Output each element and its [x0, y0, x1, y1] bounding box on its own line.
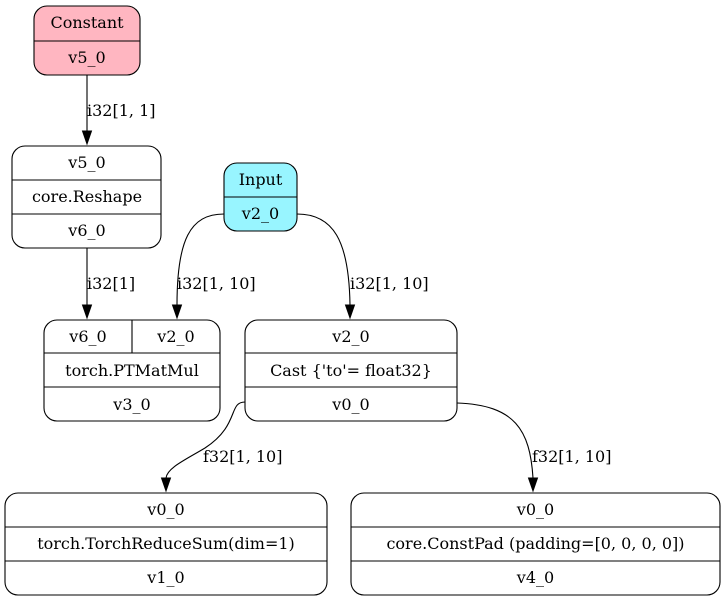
edge-input-to-cast: i32[1, 10] [296, 213, 429, 320]
edge-reshape-to-matmul: i32[1] [81, 248, 135, 320]
node-constant[interactable]: Constant v5_0 [33, 5, 141, 76]
edge-label: i32[1, 10] [350, 274, 429, 293]
node-matmul[interactable]: v6_0 v2_0 torch.PTMatMul v3_0 [43, 319, 221, 422]
node-op: torch.PTMatMul [65, 361, 199, 380]
node-input-b: v2_0 [156, 327, 194, 346]
node-output: v6_0 [67, 221, 105, 240]
node-op: torch.TorchReduceSum(dim=1) [37, 534, 295, 553]
edge-label: f32[1, 10] [532, 447, 611, 466]
node-output: v0_0 [331, 395, 369, 414]
node-constpad[interactable]: v0_0 core.ConstPad (padding=[0, 0, 0, 0]… [350, 492, 721, 596]
edge-cast-to-constpad: f32[1, 10] [456, 402, 611, 493]
node-input: v5_0 [67, 153, 105, 172]
node-input: v0_0 [146, 500, 184, 519]
edge-cast-to-reducesum: f32[1, 10] [160, 401, 282, 493]
node-output: v2_0 [241, 204, 279, 223]
edge-label: i32[1, 1] [87, 101, 156, 120]
edge-label: f32[1, 10] [203, 447, 282, 466]
node-reshape[interactable]: v5_0 core.Reshape v6_0 [11, 145, 162, 249]
node-input: v2_0 [331, 327, 369, 346]
node-output: v4_0 [516, 568, 554, 587]
node-input-a: v6_0 [68, 327, 106, 346]
node-op: Cast {'to'= float32} [270, 361, 432, 380]
node-title: Input [239, 170, 283, 189]
edge-label: i32[1, 10] [177, 274, 256, 293]
node-output: v3_0 [112, 395, 150, 414]
node-output: v1_0 [146, 568, 184, 587]
node-title: Constant [50, 13, 124, 32]
node-op: core.Reshape [32, 187, 142, 206]
edge-label: i32[1] [87, 274, 135, 293]
edge-input-to-matmul: i32[1, 10] [171, 213, 256, 320]
node-input[interactable]: Input v2_0 [223, 162, 298, 232]
node-op: core.ConstPad (padding=[0, 0, 0, 0]) [386, 534, 684, 553]
edge-constant-to-reshape: i32[1, 1] [81, 75, 156, 146]
node-input: v0_0 [516, 500, 554, 519]
node-cast[interactable]: v2_0 Cast {'to'= float32} v0_0 [244, 319, 458, 422]
node-output: v5_0 [67, 48, 105, 67]
node-reducesum[interactable]: v0_0 torch.TorchReduceSum(dim=1) v1_0 [4, 492, 328, 596]
